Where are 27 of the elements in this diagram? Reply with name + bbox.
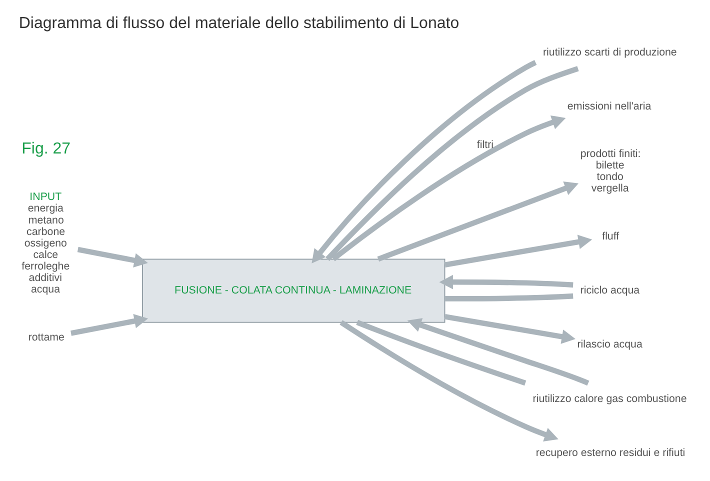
node-text: INPUT energia metano carbone ossigeno calce ferroleghe additivi acqua bbox=[22, 191, 70, 296]
arrow bbox=[340, 320, 558, 442]
label: Fig. 27 bbox=[22, 140, 71, 158]
node-text: riutilizzo scarti di produzione bbox=[543, 46, 677, 58]
node-text: recupero esterno residui e rifiuti bbox=[536, 447, 686, 460]
arrow bbox=[70, 314, 148, 336]
node-text: prodotti finiti: bilette tondo vergella bbox=[580, 148, 641, 195]
arrow bbox=[312, 60, 537, 264]
diagram-title: Diagramma di flusso del materiale dello stabilimento di Lonato bbox=[18, 14, 460, 32]
connector bbox=[356, 320, 526, 386]
arrow bbox=[377, 182, 579, 262]
arrow bbox=[444, 234, 592, 268]
node-text: riutilizzo calore gas combustione bbox=[532, 392, 687, 405]
arrow bbox=[77, 246, 148, 268]
connector bbox=[444, 293, 574, 302]
node-text: fluff bbox=[602, 230, 620, 242]
connector bbox=[326, 66, 579, 261]
arrow bbox=[439, 274, 574, 290]
node-text: rottame bbox=[28, 332, 64, 344]
arrow bbox=[332, 115, 566, 262]
node-box: FUSIONE - COLATA CONTINUA - LAMINAZIONE bbox=[142, 258, 446, 323]
node-text: rilascio acqua bbox=[577, 338, 642, 351]
edge-label: filtri bbox=[476, 139, 494, 152]
arrow bbox=[444, 314, 576, 344]
node-text: riciclo acqua bbox=[580, 284, 640, 296]
arrow bbox=[407, 318, 590, 386]
node-text: emissioni nell'aria bbox=[567, 100, 652, 112]
